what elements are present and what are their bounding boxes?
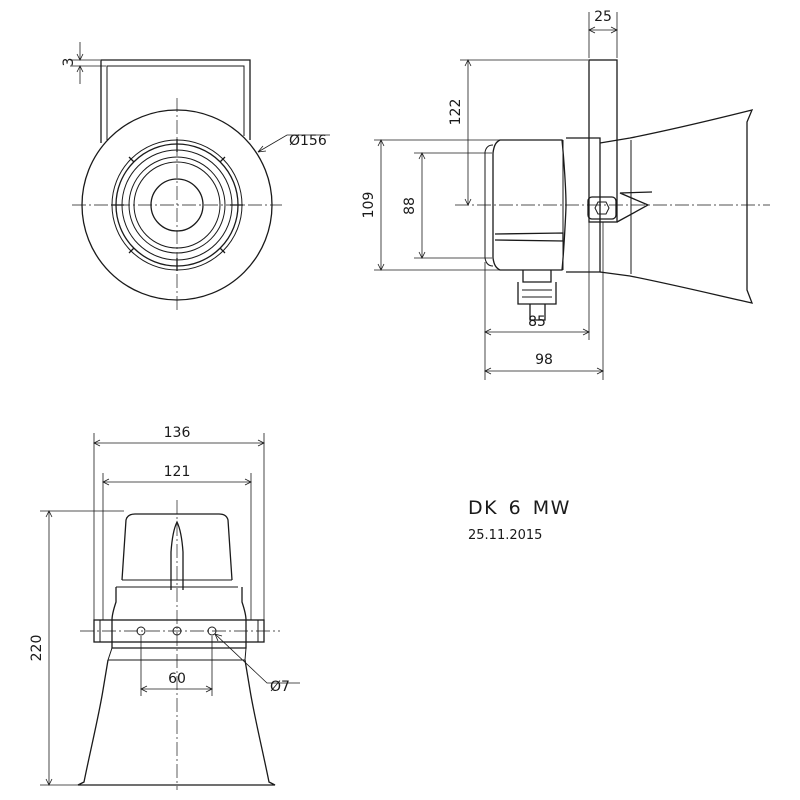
dim-housing-width-text: 121 [164,464,191,480]
dim-housing-inner-text: 88 [402,197,418,215]
dim-bracket-offset: 3 [61,42,106,84]
front-bracket-inner [106,65,245,140]
side-gland [517,270,557,321]
dim-hole-diameter: Ø7 [214,633,300,695]
dim-housing-width: 121 [102,464,252,620]
dim-bracket-width-text: 25 [594,9,612,25]
side-break [616,191,653,223]
dim-hole-spacing: 60 [140,636,213,696]
model-name: DK 6 MW [468,497,571,519]
dim-overall-depth-text: 98 [535,352,553,368]
front-bracket [100,59,251,143]
side-housing-slot [494,232,564,242]
dim-hole-spacing-text: 60 [168,671,186,687]
side-housing-front [484,144,494,267]
side-view: 25 122 109 88 [361,9,770,380]
dim-housing-inner: 88 [402,152,492,259]
top-horn-neck [107,647,247,661]
top-view: 136 121 220 60 Ø7 [29,425,300,790]
top-housing [111,587,247,649]
dim-housing-depth: 85 [484,222,590,380]
side-bolt-head [594,201,610,215]
dim-front-diameter-text: Ø156 [289,133,327,149]
dim-overall-height-text: 220 [29,635,45,662]
side-horn [599,109,754,304]
top-horn [77,659,276,786]
side-gland-hatch [522,289,552,298]
dim-housing-outer-text: 109 [361,192,377,219]
dim-overall-height: 220 [29,510,124,786]
dim-overall-depth: 98 [484,222,604,380]
dim-overall-width-text: 136 [164,425,191,441]
front-view: 3 Ø156 [61,42,330,310]
dim-bracket-width: 25 [588,9,618,58]
dim-bracket-to-axis-text: 122 [448,99,464,126]
drawing-date: 25.11.2015 [468,528,543,543]
dim-housing-outer: 109 [361,139,500,271]
dim-hole-diameter-text: Ø7 [270,679,290,695]
side-bolt [587,196,617,220]
dim-bracket-to-axis: 122 [448,59,588,206]
dim-front-diameter: Ø156 [257,133,330,153]
dim-bracket-offset-text: 3 [61,58,77,67]
dim-housing-depth-text: 85 [528,314,546,330]
dim-overall-width: 136 [93,425,265,620]
